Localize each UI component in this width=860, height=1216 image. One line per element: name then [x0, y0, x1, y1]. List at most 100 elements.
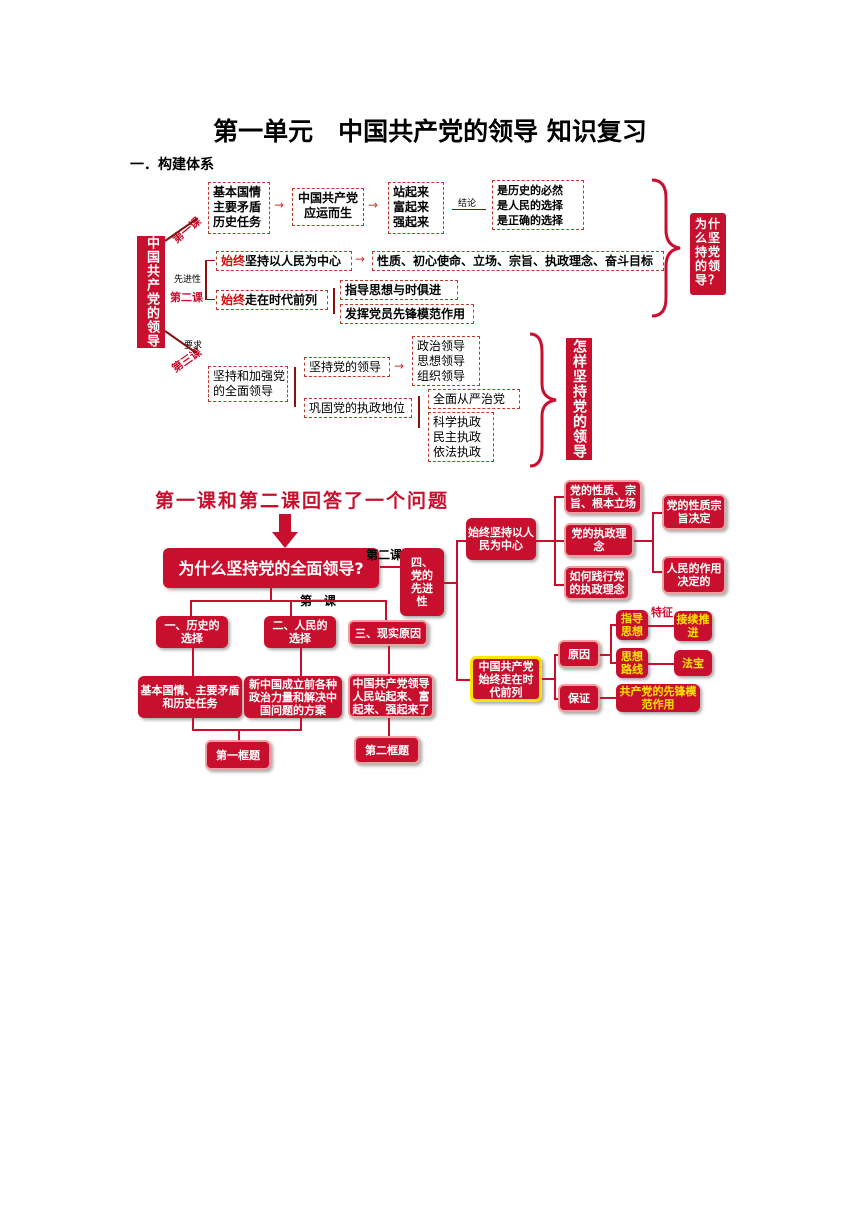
bracket — [294, 367, 296, 407]
down-arrow-icon — [272, 514, 298, 548]
tree-line — [634, 540, 652, 542]
insist-all-box: 坚持和加强党 的全面领导 — [208, 366, 288, 402]
people-decide: 人民的作用决定的 — [662, 556, 726, 594]
why-bracket — [651, 178, 681, 318]
reality-reason: 三、现实原因 — [348, 620, 428, 646]
conclusion-label: 结论 — [458, 199, 477, 209]
consolidate-box: 巩固党的执政地位 — [304, 398, 412, 418]
section-heading: 一．构建体系 — [130, 157, 214, 173]
lesson2-label: 第二课 — [366, 548, 403, 562]
tree-line — [385, 600, 387, 620]
idea-node: 党的执政理念 — [564, 523, 634, 557]
page-title: 第一单元 中国共产党的领导 知识复习 — [213, 117, 647, 146]
front-node: 中国共产党始终走在时代前列 — [470, 656, 542, 702]
tree-line — [648, 625, 674, 627]
exemplary-box: 发挥党员先锋模范作用 — [340, 304, 474, 324]
tree-line — [456, 540, 458, 680]
choice-box: 是历史的必然 是人民的选择 是正确的选择 — [492, 180, 584, 230]
tree-line — [554, 654, 556, 700]
c3-detail: 中国共产党领导人民站起来、富起来、强起来了 — [348, 674, 434, 718]
tree-line — [554, 698, 558, 700]
strict-box: 全面从严治党 — [428, 389, 520, 409]
continue-node: 接续推进 — [674, 611, 712, 641]
tree-line — [554, 496, 564, 498]
advanced-node: 四、 党的 先进 性 — [400, 548, 444, 616]
question-box: 为什么坚持党的全面领导? — [163, 548, 379, 588]
bracket — [205, 260, 207, 300]
guarantee-node: 保证 — [558, 684, 600, 712]
frame1: 第一框题 — [205, 740, 271, 770]
reason-node: 原因 — [558, 640, 600, 668]
tree-line — [554, 654, 558, 656]
tree-line — [542, 678, 554, 680]
tree-line — [536, 540, 554, 542]
arrow: → — [355, 252, 366, 266]
conclusion-arrow — [452, 209, 486, 210]
route-node: 思想路线 — [616, 648, 648, 678]
tree-line — [192, 729, 302, 731]
nature-node: 党的性质、宗旨、根本立场 — [564, 480, 642, 514]
tree-line — [300, 718, 302, 730]
bracket — [418, 396, 420, 428]
tree-line — [456, 679, 470, 681]
exemplary-node: 共产党的先锋模范作用 — [616, 684, 700, 712]
feature-label: 特征 — [651, 606, 673, 619]
tree-line — [444, 582, 456, 584]
c1-detail: 基本国情、主要矛盾和历史任务 — [138, 676, 242, 718]
center-detail-box: 性质、初心使命、立场、宗旨、执政理念、奋斗目标 — [372, 251, 664, 271]
tree-line — [652, 512, 662, 514]
people-center: 始终坚持以人民为中心 — [466, 518, 536, 560]
lesson1-tag: 第一课 — [170, 214, 204, 246]
how-bracket — [529, 332, 557, 468]
advanced-label: 先进性 — [174, 275, 202, 285]
lesson2-tag: 第二课 — [170, 291, 203, 304]
tree-line — [270, 588, 272, 600]
stand-box: 站起来 富起来 强起来 — [388, 182, 444, 234]
born-box: 中国共产党 应运而生 — [292, 188, 364, 226]
lesson3-note: 要求 — [184, 341, 203, 351]
bracket — [333, 288, 335, 314]
tree-line — [300, 648, 302, 676]
tree-line — [238, 729, 240, 741]
choice-people: 二、人民的 选择 — [264, 616, 336, 648]
arrow: → — [274, 198, 285, 212]
root-node: 中国共产党的领导 — [137, 236, 165, 348]
guide-node: 指导思想 — [616, 610, 648, 640]
govern-box: 科学执政 民主执政 依法执政 — [428, 412, 494, 462]
tree-line — [380, 566, 400, 568]
magic-node: 法宝 — [674, 650, 712, 676]
tree-line — [554, 584, 564, 586]
tree-line — [554, 540, 564, 542]
tree-line — [600, 697, 616, 699]
frame2: 第二框题 — [354, 736, 420, 764]
c2-detail: 新中国成立前各种政治力量和解决中国问题的方案 — [244, 676, 342, 718]
tree-line — [190, 600, 386, 602]
tree-line — [388, 646, 390, 674]
tree-line — [600, 654, 610, 656]
tree-line — [192, 648, 194, 676]
tree-line — [610, 624, 612, 664]
bracket — [205, 299, 215, 300]
tree-line — [456, 540, 468, 542]
tree-line — [192, 718, 194, 730]
tree-line — [652, 512, 654, 572]
arrow: → — [394, 359, 405, 373]
insist-lead-box: 坚持党的领导 — [304, 357, 390, 377]
tree-line — [388, 718, 390, 736]
diagram2-heading: 第一课和第二课回答了一个问题 — [155, 490, 450, 512]
arrow: → — [368, 198, 379, 212]
choice-history: 一、历史的 选择 — [156, 616, 228, 648]
center-box: 始终坚持以人民为中心 — [216, 251, 352, 271]
practice-node: 如何践行党的执政理念 — [564, 566, 630, 600]
why-label: 为什么坚持党的领导？ — [690, 213, 726, 295]
nature-decide: 党的性质宗旨决定 — [662, 494, 726, 530]
tree-line — [610, 624, 616, 626]
tree-line — [610, 662, 616, 664]
lead-types-box: 政治领导 思想领导 组织领导 — [412, 336, 480, 386]
tree-line — [190, 600, 192, 616]
how-label: 怎样坚持党的领导 — [566, 338, 592, 460]
tree-line — [290, 600, 292, 616]
guide-box: 指导思想与时俱进 — [340, 280, 458, 300]
tree-line — [648, 663, 674, 665]
history-box: 基本国情 主要矛盾 历史任务 — [208, 182, 270, 234]
